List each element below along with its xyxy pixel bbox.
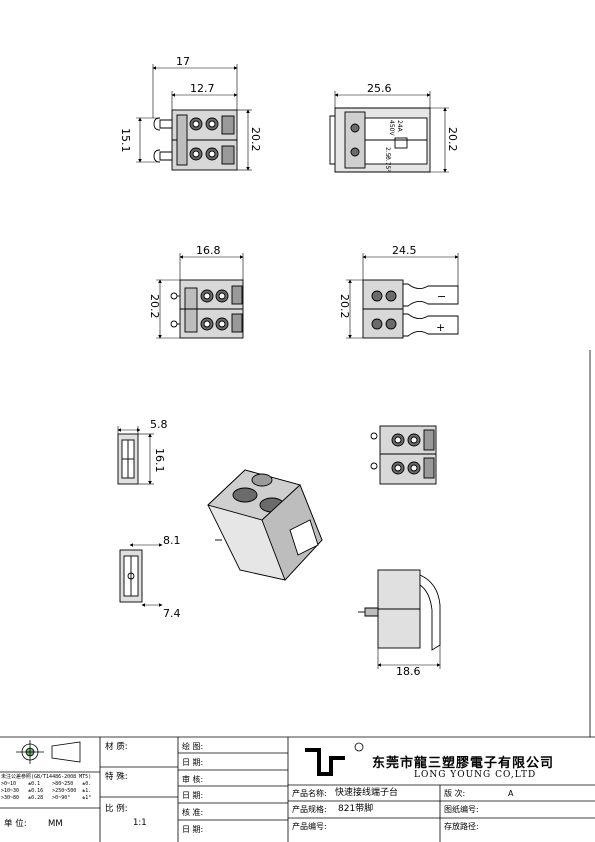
wire-size-a: 2.5² xyxy=(384,147,391,160)
bottom-view xyxy=(329,107,431,173)
product-spec-label: 产品规格: xyxy=(292,805,327,814)
product-no-label: 产品编号: xyxy=(292,822,327,831)
date-label-1: 日 期: xyxy=(182,758,204,767)
tolerance-row-1: >0~10 ±0.1 >80~250 ±0. xyxy=(1,781,92,787)
lower-side-view xyxy=(119,549,143,603)
approve-label: 核 准: xyxy=(182,808,204,817)
projection-symbol-icon xyxy=(16,740,81,764)
product-spec-value: 821带脚 xyxy=(338,804,374,814)
version-value: A xyxy=(508,789,514,798)
drawing-label: 绘 图: xyxy=(182,742,204,751)
review-label: 审 核: xyxy=(182,775,204,784)
dim-17: 17 xyxy=(176,55,190,68)
dim-12-7: 12.7 xyxy=(190,82,215,95)
storage-no-label: 存放路径: xyxy=(444,822,479,831)
date-label-2: 日 期: xyxy=(182,791,204,800)
front-view xyxy=(153,109,238,171)
isometric-view xyxy=(207,469,323,581)
dim-25-6: 25.6 xyxy=(367,82,392,95)
dim-20-2-c: 20.2 xyxy=(148,294,161,319)
polarity-minus: − xyxy=(437,290,446,303)
profile-view xyxy=(358,569,441,651)
unit-label: 单 位: xyxy=(4,819,27,829)
dim-20-2-a: 20.2 xyxy=(249,127,262,152)
version-label: 版 次: xyxy=(444,789,466,798)
dim-16-8: 16.8 xyxy=(196,244,221,257)
dim-15-1: 15.1 xyxy=(119,128,132,153)
rating-voltage: 450V xyxy=(388,120,395,136)
company-name-en: LONG YOUNG CO,LTD xyxy=(414,770,537,780)
tolerance-row-2: >10~30 ±0.16 >250~500 ±1. xyxy=(1,788,92,794)
front-view-2 xyxy=(170,279,244,339)
wire-size-b: 0.75² xyxy=(384,156,391,172)
company-logo xyxy=(305,742,364,776)
product-name-label: 产品名称: xyxy=(292,789,327,798)
dim-8-1: 8.1 xyxy=(163,534,181,547)
front-view-3 xyxy=(370,425,437,485)
dim-18-6: 18.6 xyxy=(396,665,421,678)
dim-5-8: 5.8 xyxy=(150,418,168,431)
scale-label: 比 例: xyxy=(105,804,128,814)
tolerance-row-3: >30~80 ±0.28 >0~90° ±1° xyxy=(1,795,92,801)
scale-value: 1:1 xyxy=(133,818,147,828)
polarity-plus: + xyxy=(436,321,445,334)
side-view-levers xyxy=(362,279,459,339)
drawing-no-label: 图纸编号: xyxy=(444,805,479,814)
tolerance-title: 未注公差参照(GB/T14486-2008 MT5) xyxy=(1,774,92,780)
unit-value: MM xyxy=(48,819,63,829)
dim-24-5: 24.5 xyxy=(392,244,417,257)
dim-20-2-b: 20.2 xyxy=(446,127,459,152)
company-name-cn: 东莞市龍三塑膠電子有限公司 xyxy=(372,756,555,771)
title-block-frame xyxy=(0,736,595,842)
date-label-3: 日 期: xyxy=(182,825,204,834)
dim-20-2-d: 20.2 xyxy=(338,294,351,319)
dim-16-1: 16.1 xyxy=(153,448,166,473)
dim-7-4: 7.4 xyxy=(163,607,181,620)
material-label: 材 质: xyxy=(105,742,128,752)
rating-current: 24A xyxy=(396,120,403,133)
product-name-value: 快速接线端子台 xyxy=(335,788,399,798)
narrow-side-view xyxy=(117,433,139,485)
special-label: 特 殊: xyxy=(105,772,128,782)
